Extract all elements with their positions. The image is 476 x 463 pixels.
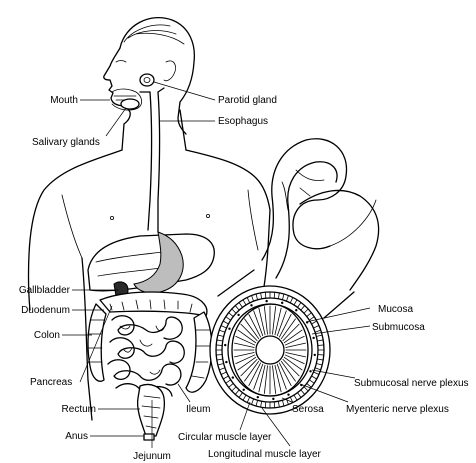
- parotid-gland-shape: [139, 73, 155, 87]
- label-salivary-glands: Salivary glands: [32, 137, 100, 148]
- label-submucosal-nerve-plexus: Submucosal nerve plexus: [354, 378, 469, 389]
- esophagus-tube: [147, 91, 161, 233]
- transverse-colon: [99, 291, 208, 317]
- label-submucosa: Submucosa: [372, 322, 425, 333]
- label-myenteric-nerve-plexus: Myenteric nerve plexus: [346, 404, 449, 415]
- label-gallbladder: Gallbladder: [19, 285, 71, 296]
- label-duodenum: Duodenum: [21, 305, 70, 316]
- intestine-loop: [217, 138, 380, 319]
- label-ileum: Ileum: [186, 404, 210, 415]
- mucosa-folds: [231, 303, 309, 397]
- rectum-shape: [136, 383, 166, 437]
- head-outline: [119, 17, 196, 135]
- label-circular-muscle-layer: Circular muscle layer: [178, 432, 272, 443]
- neck: [121, 109, 187, 151]
- label-mucosa: Mucosa: [378, 304, 413, 315]
- circular-muscle-fibers: [215, 291, 325, 409]
- labels: Mouth Parotid gland Esophagus Salivary g…: [19, 95, 469, 462]
- upper-tract: [111, 73, 165, 233]
- label-serosa: Serosa: [292, 404, 324, 415]
- label-jejunum: Jejunum: [133, 451, 171, 462]
- label-parotid-gland: Parotid gland: [218, 95, 277, 106]
- torso-left: [27, 149, 123, 311]
- mouth-cavity: [111, 88, 142, 111]
- intestine-cross-section: [209, 285, 331, 415]
- face-profile: [103, 47, 131, 125]
- ascending-colon: [87, 303, 107, 382]
- descending-colon: [185, 311, 213, 393]
- label-esophagus: Esophagus: [218, 116, 268, 127]
- abdominal-organs: [87, 231, 215, 441]
- label-anus: Anus: [65, 431, 88, 442]
- torso-right: [185, 149, 271, 249]
- lumen: [255, 335, 285, 365]
- mucosa-villi: [233, 305, 307, 395]
- eye: [115, 60, 127, 63]
- label-pancreas: Pancreas: [30, 377, 72, 388]
- label-rectum: Rectum: [62, 404, 96, 415]
- anus-shape: [143, 433, 155, 441]
- label-longitudinal-muscle-layer: Longitudinal muscle layer: [208, 449, 322, 460]
- label-colon: Colon: [34, 330, 60, 341]
- salivary-gland-shape: [120, 98, 140, 110]
- leader-lines: [62, 81, 371, 448]
- ear: [163, 60, 176, 82]
- label-mouth: Mouth: [50, 95, 78, 106]
- waist-left: [81, 257, 93, 421]
